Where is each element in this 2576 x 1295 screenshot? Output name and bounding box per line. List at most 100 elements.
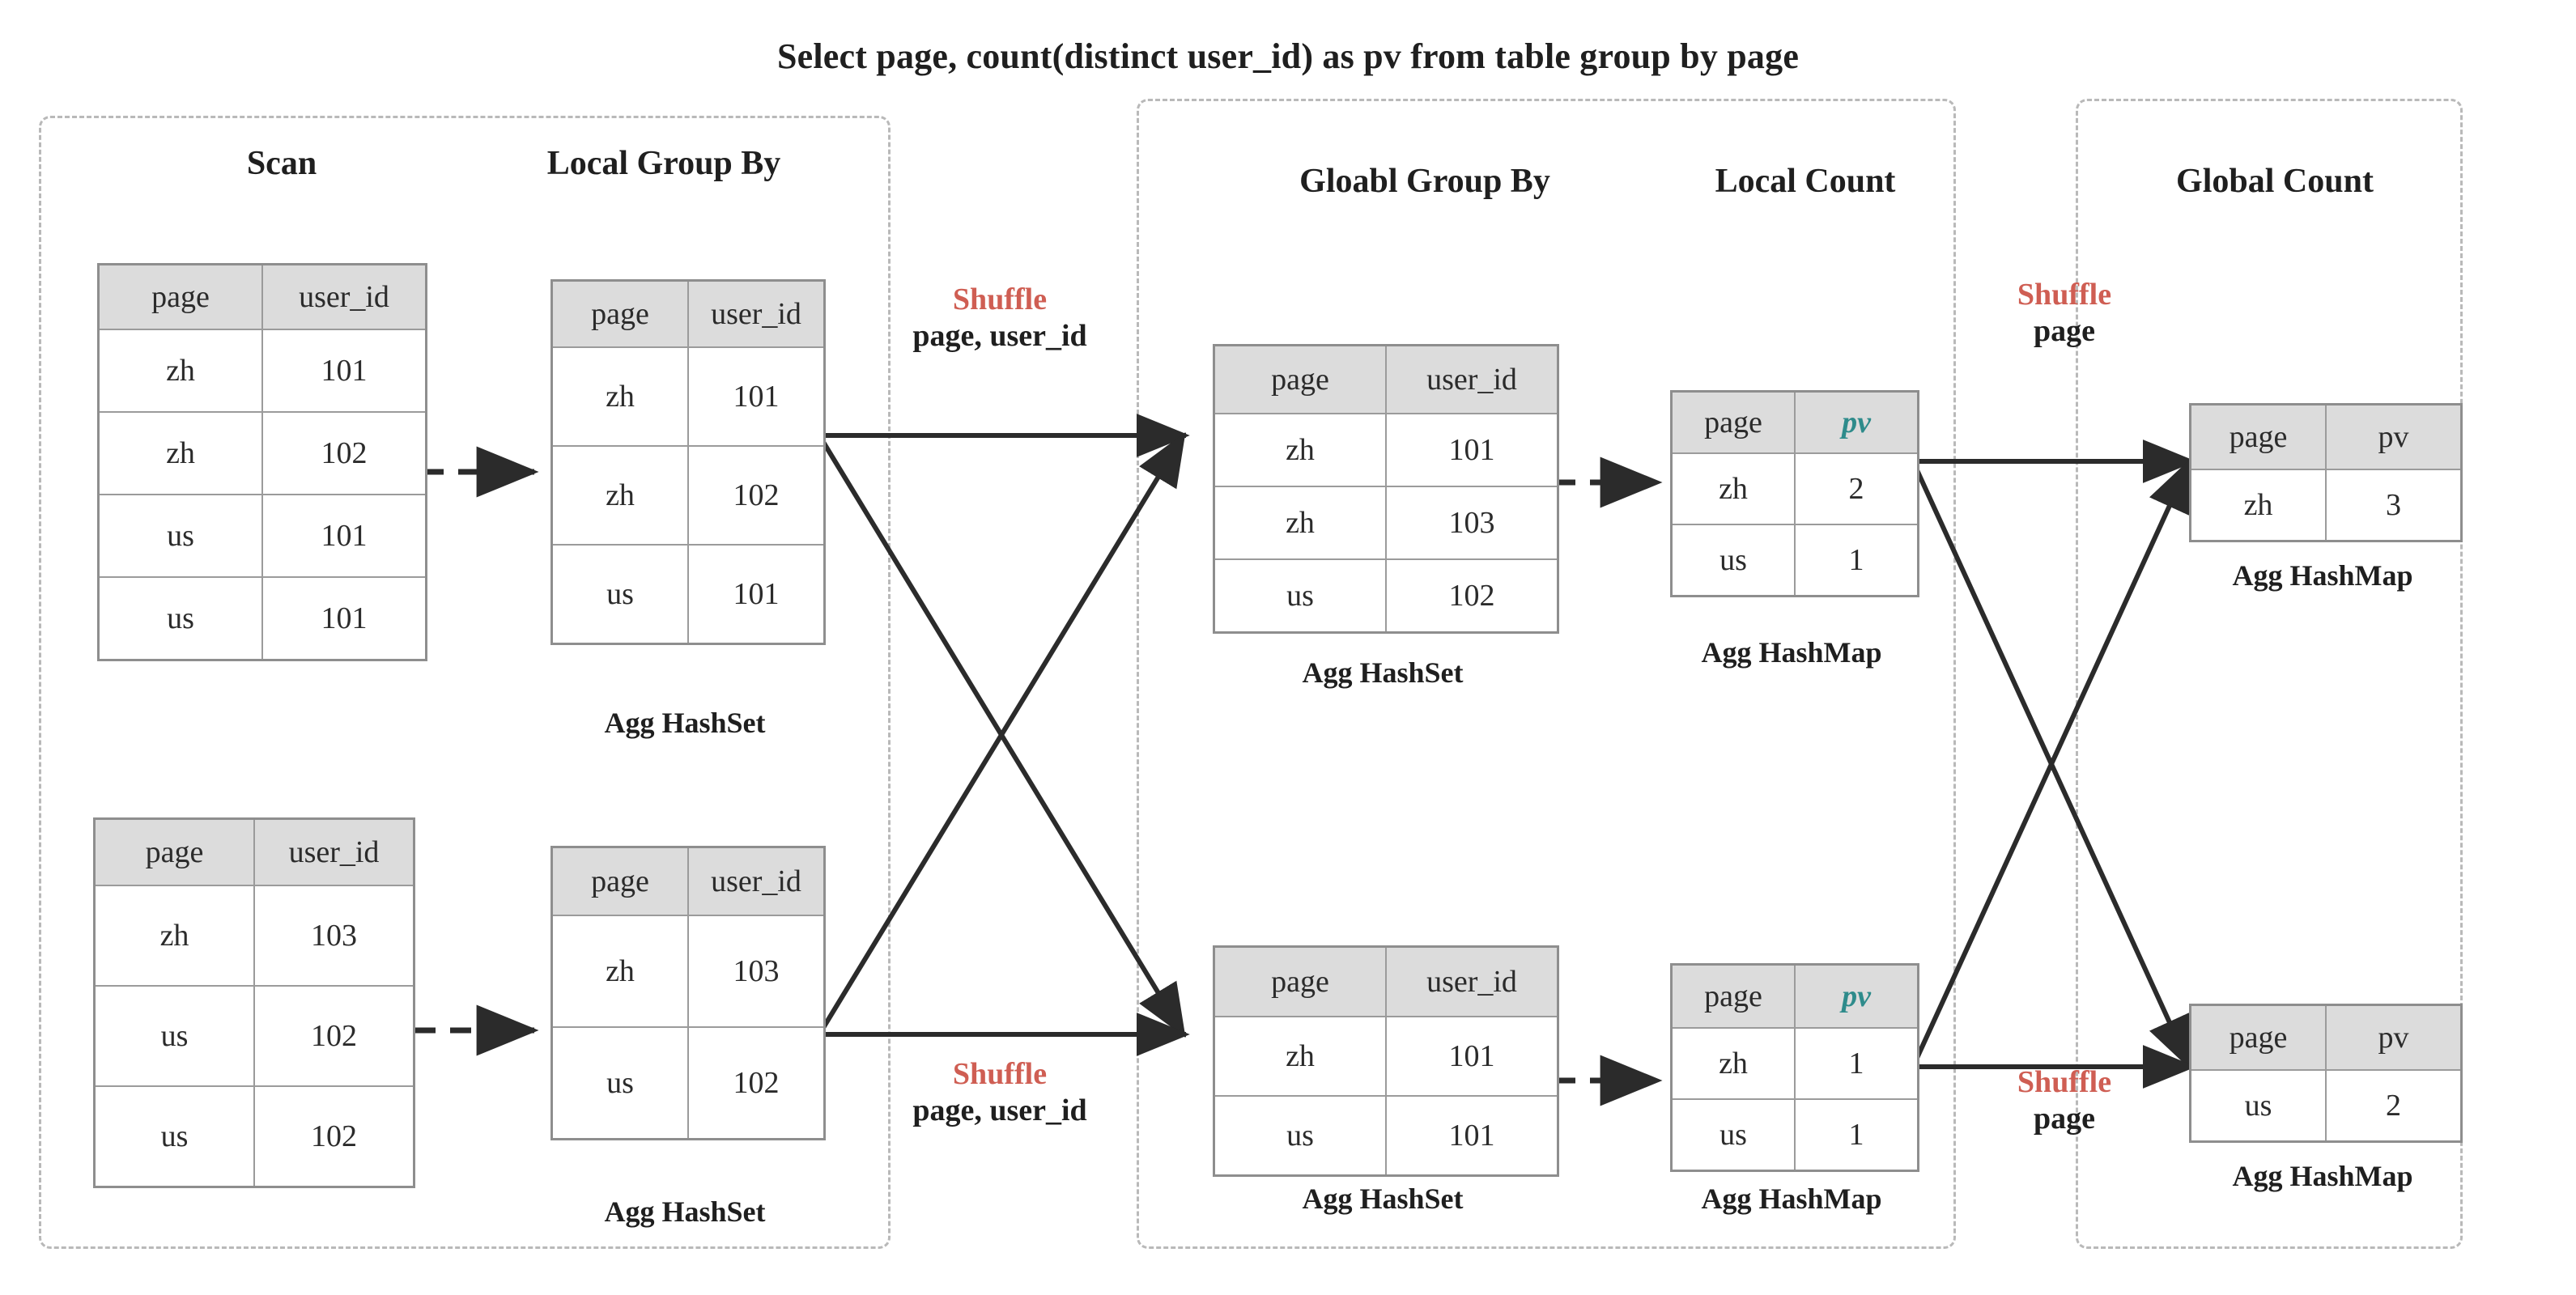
- cell-page: us: [2189, 1069, 2327, 1143]
- col-header-page: page: [1213, 945, 1387, 1017]
- cell-pv: 1: [1794, 524, 1919, 597]
- cell-pv: 1: [1794, 1027, 1919, 1100]
- shuffle-annotation-right-top: Shuffle page: [1943, 277, 2186, 350]
- col-header-page: page: [550, 846, 689, 916]
- col-header-page: page: [1213, 344, 1387, 414]
- col-header-user-id: user_id: [1385, 945, 1559, 1017]
- cell-user-id: 103: [1385, 486, 1559, 560]
- col-header-user-id: user_id: [687, 279, 826, 348]
- cell-page: zh: [2189, 469, 2327, 542]
- shuffle-title: Shuffle: [2017, 1065, 2112, 1099]
- cell-user-id: 101: [687, 544, 826, 645]
- cell-user-id: 101: [687, 346, 826, 447]
- table-header-row: page user_id: [1213, 945, 1559, 1017]
- cell-user-id: 102: [687, 1026, 826, 1140]
- cell-pv: 3: [2325, 469, 2463, 542]
- cell-page: us: [93, 985, 255, 1087]
- cell-user-id: 101: [1385, 1016, 1559, 1097]
- table-header-row: page pv: [2189, 1004, 2463, 1071]
- cell-page: zh: [550, 445, 689, 546]
- cell-pv: 1: [1794, 1098, 1919, 1172]
- table-header-row: page user_id: [1213, 344, 1559, 414]
- shuffle-keys: page: [2034, 313, 2095, 348]
- cell-page: us: [550, 544, 689, 645]
- cell-page: us: [93, 1085, 255, 1188]
- cell-page: zh: [1670, 1027, 1796, 1100]
- caption-agg-hashset: Agg HashSet: [604, 1195, 766, 1228]
- cell-page: zh: [1213, 486, 1387, 560]
- cell-page: zh: [1213, 1016, 1387, 1097]
- col-header-user-id: user_id: [1385, 344, 1559, 414]
- caption-agg-hashset: Agg HashSet: [604, 707, 766, 739]
- shuffle-title: Shuffle: [952, 282, 1048, 316]
- table-header-row: page pv: [2189, 403, 2463, 470]
- cell-page: us: [97, 576, 263, 661]
- stage-label-local-group-by: Local Group By: [546, 145, 781, 182]
- cell-user-id: 101: [1385, 413, 1559, 487]
- table-header-row: page pv: [1670, 390, 1919, 454]
- cell-page: us: [550, 1026, 689, 1140]
- cell-page: zh: [550, 915, 689, 1028]
- cell-page: zh: [1670, 452, 1796, 525]
- caption-agg-hashmap: Agg HashMap: [1701, 636, 1882, 669]
- shuffle-annotation-left-top: Shuffle page, user_id: [878, 282, 1121, 355]
- cell-page: zh: [93, 885, 255, 987]
- cell-pv: 2: [1794, 452, 1919, 525]
- caption-agg-hashmap: Agg HashMap: [1701, 1182, 1882, 1215]
- shuffle-annotation-right-bottom: Shuffle page: [1943, 1064, 2186, 1137]
- cell-page: us: [1670, 1098, 1796, 1172]
- shuffle-annotation-left-bottom: Shuffle page, user_id: [878, 1056, 1121, 1129]
- stage-label-scan: Scan: [246, 145, 317, 182]
- cell-user-id: 102: [687, 445, 826, 546]
- col-header-user-id: user_id: [687, 846, 826, 916]
- table-header-row: page user_id: [93, 817, 415, 886]
- cell-page: us: [1213, 1095, 1387, 1177]
- caption-agg-hashmap: Agg HashMap: [2232, 1160, 2413, 1192]
- cell-page: us: [1213, 558, 1387, 634]
- col-header-user-id: user_id: [253, 817, 415, 886]
- col-header-page: page: [93, 817, 255, 886]
- cell-page: zh: [97, 329, 263, 413]
- stage-label-global-group-by: Gloabl Group By: [1299, 163, 1550, 200]
- table-header-row: page user_id: [550, 279, 826, 348]
- cell-pv: 2: [2325, 1069, 2463, 1143]
- cell-page: zh: [97, 411, 263, 495]
- caption-agg-hashset: Agg HashSet: [1302, 1182, 1464, 1215]
- caption-agg-hashset: Agg HashSet: [1302, 656, 1464, 689]
- shuffle-title: Shuffle: [952, 1057, 1048, 1091]
- cell-page: us: [1670, 524, 1796, 597]
- shuffle-title: Shuffle: [2017, 278, 2112, 312]
- cell-page: us: [97, 494, 263, 578]
- cell-user-id: 103: [687, 915, 826, 1028]
- col-header-page: page: [1670, 390, 1796, 454]
- cell-user-id: 101: [261, 494, 427, 578]
- cell-user-id: 102: [253, 985, 415, 1087]
- cell-user-id: 102: [253, 1085, 415, 1188]
- stage-label-global-count: Global Count: [2176, 163, 2374, 200]
- shuffle-keys: page, user_id: [912, 318, 1087, 353]
